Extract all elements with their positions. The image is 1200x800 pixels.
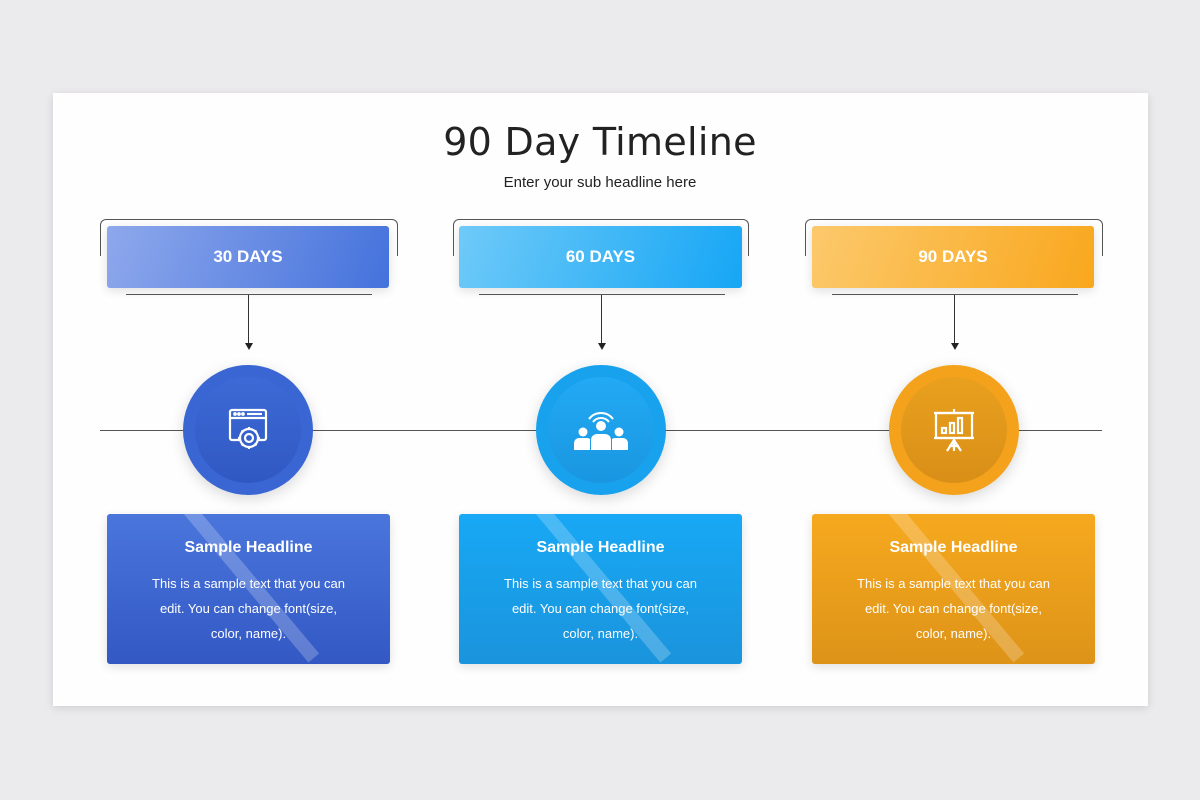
stage-label-90: 90 DAYS	[812, 226, 1094, 288]
card-text: This is a sample text that you can edit.…	[152, 576, 345, 641]
stage-label-text: 30 DAYS	[213, 247, 283, 266]
underline-30	[126, 294, 372, 295]
stage-label-30: 30 DAYS	[107, 226, 389, 288]
browser-gear-icon	[228, 408, 268, 449]
stage-circle-60	[536, 365, 666, 495]
team-broadcast-icon	[574, 412, 628, 450]
stage-card-90: Sample Headline This is a sample text th…	[812, 514, 1095, 664]
connector-60	[601, 295, 602, 343]
presentation-chart-icon	[934, 409, 974, 452]
connector-90	[954, 295, 955, 343]
card-text: This is a sample text that you can edit.…	[504, 576, 697, 641]
underline-60	[479, 294, 725, 295]
arrow-down-icon	[245, 343, 253, 350]
stage-card-30: Sample Headline This is a sample text th…	[107, 514, 390, 664]
stage-circle-90	[889, 365, 1019, 495]
bracket-60	[453, 219, 749, 256]
card-headline: Sample Headline	[536, 539, 665, 556]
bracket-90	[805, 219, 1103, 256]
arrow-down-icon	[951, 343, 959, 350]
card-headline: Sample Headline	[889, 539, 1018, 556]
stage-card-60: Sample Headline This is a sample text th…	[459, 514, 742, 664]
stage-label-text: 90 DAYS	[918, 247, 988, 266]
page-title: 90 Day Timeline	[443, 120, 757, 164]
page-subtitle: Enter your sub headline here	[503, 174, 697, 191]
stage-label-60: 60 DAYS	[459, 226, 742, 288]
card-headline: Sample Headline	[184, 539, 313, 556]
bracket-30	[100, 219, 398, 256]
card-text: This is a sample text that you can edit.…	[857, 576, 1050, 641]
stage-label-text: 60 DAYS	[565, 247, 636, 266]
connector-30	[248, 295, 249, 343]
arrow-down-icon	[598, 343, 606, 350]
stage-circle-30	[183, 365, 313, 495]
underline-90	[832, 294, 1078, 295]
